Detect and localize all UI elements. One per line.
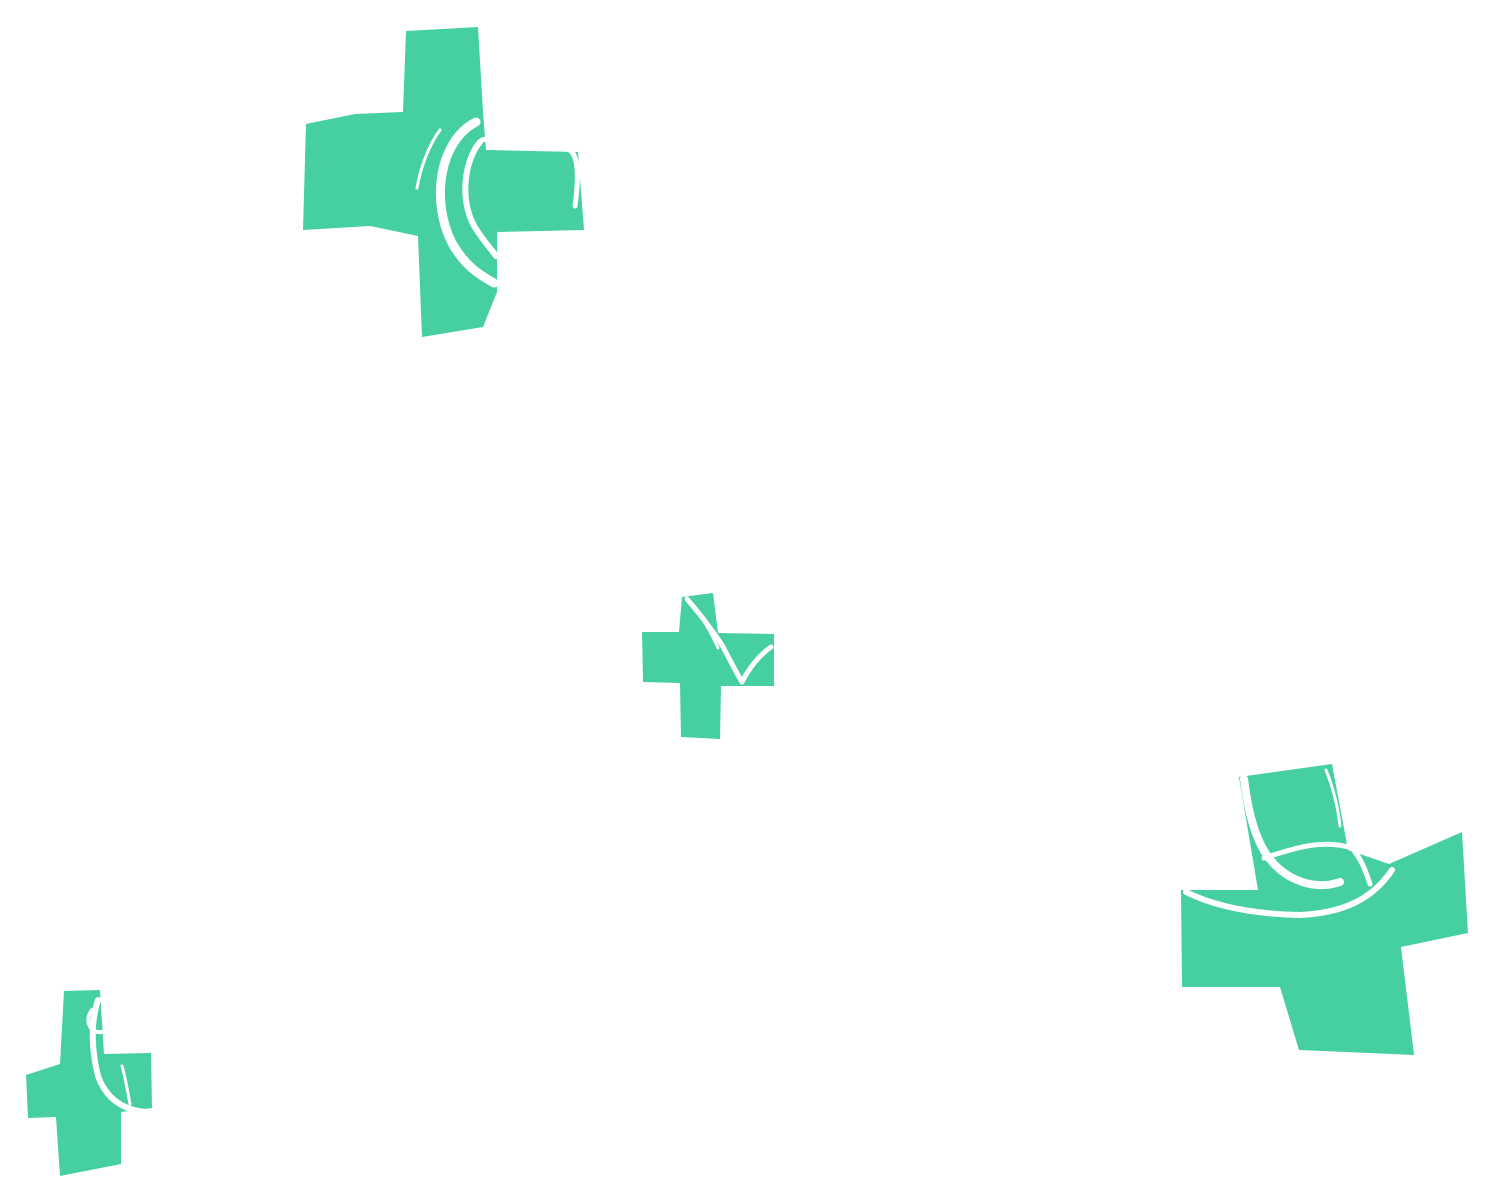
plus-cross-icon-small-center bbox=[642, 593, 774, 739]
plus-cross-icon-large-bottom-right bbox=[1181, 764, 1468, 1055]
plus-cross-icon-small-bottom-left bbox=[26, 990, 152, 1176]
plus-cross-icon-large-top bbox=[303, 27, 584, 337]
